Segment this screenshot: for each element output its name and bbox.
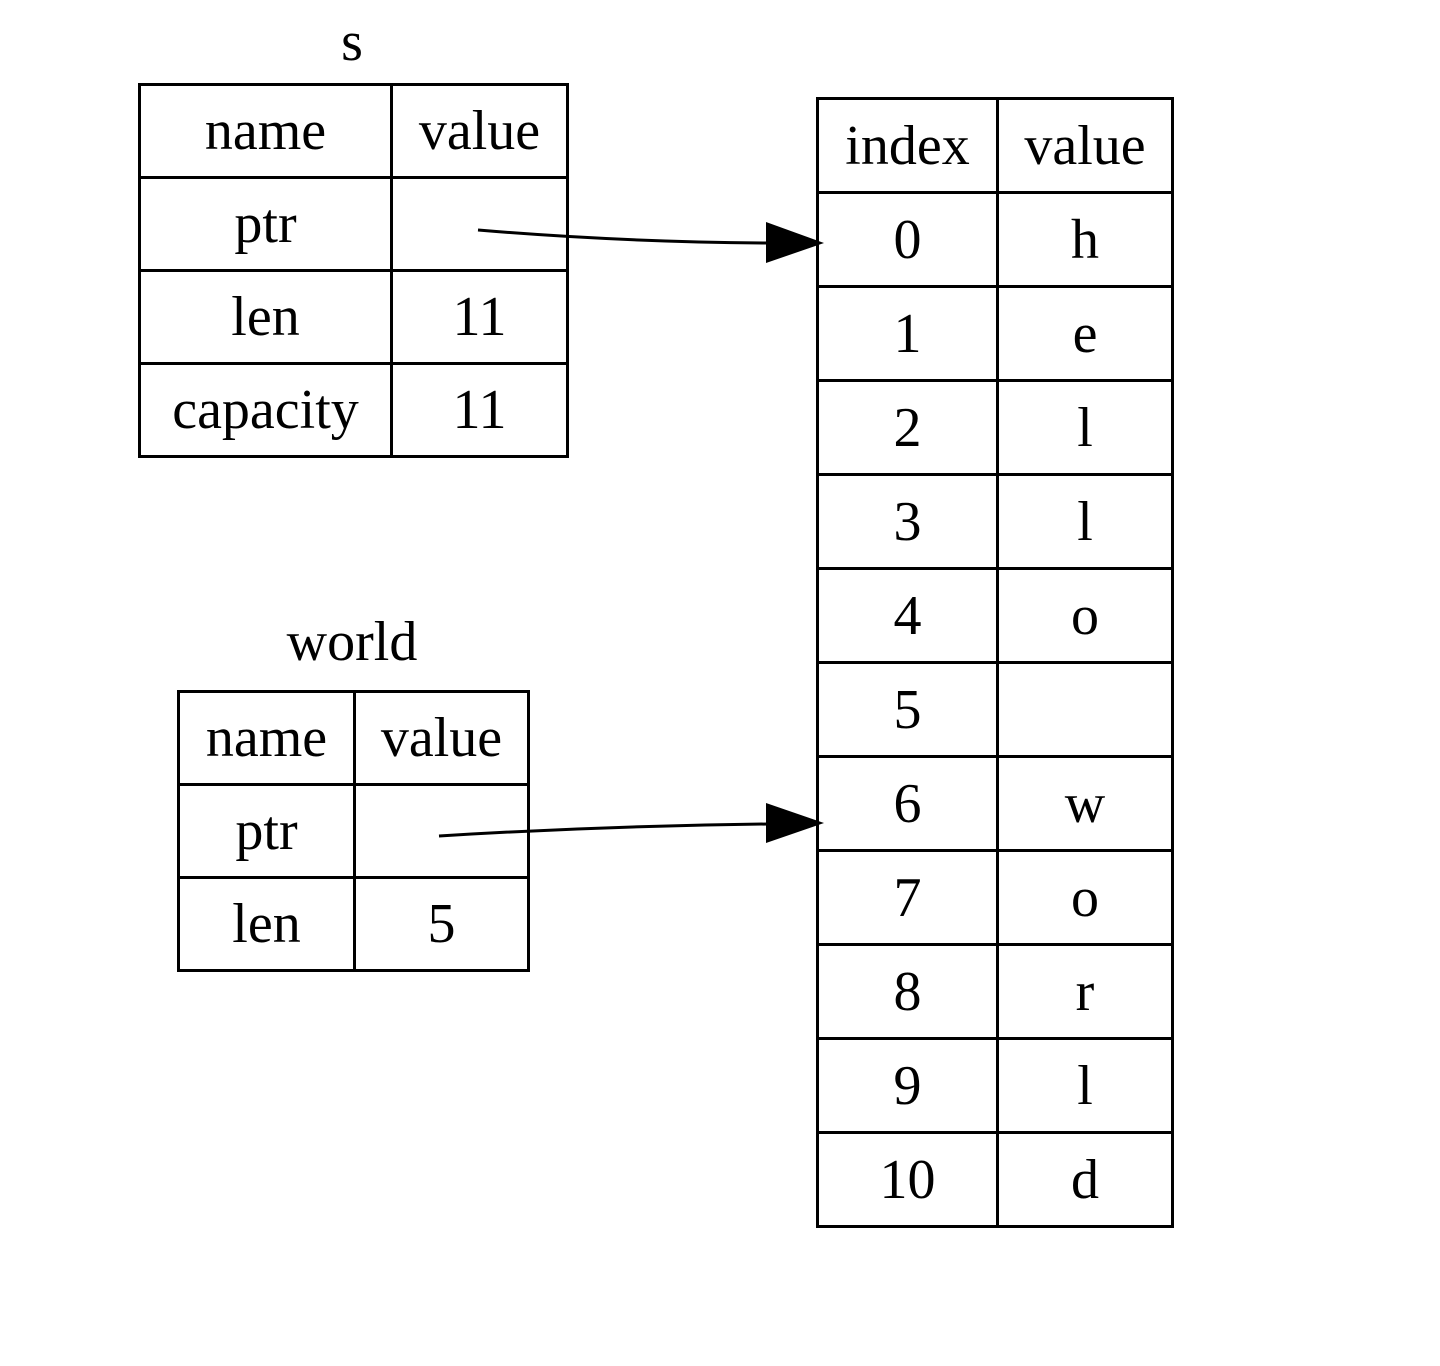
s-ptr-value: [390, 176, 569, 272]
heap-index: 6: [816, 755, 999, 852]
heap-index: 9: [816, 1037, 999, 1134]
s-ptr-name: ptr: [138, 176, 393, 272]
world-len-value: 5: [353, 876, 530, 972]
heap-value: l: [996, 473, 1174, 570]
heap-value: o: [996, 567, 1174, 664]
world-header-row: name value: [177, 690, 530, 786]
s-capacity-value: 11: [390, 362, 569, 458]
s-row-len: len 11: [138, 269, 569, 365]
heap-row: 3 l: [816, 473, 1174, 570]
heap-header-index: index: [816, 97, 999, 194]
heap-row: 0 h: [816, 191, 1174, 288]
heap-value: o: [996, 849, 1174, 946]
world-header-name: name: [177, 690, 356, 786]
heap-row: 6 w: [816, 755, 1174, 852]
heap-index: 1: [816, 285, 999, 382]
world-len-name: len: [177, 876, 356, 972]
heap-index: 0: [816, 191, 999, 288]
heap-index: 5: [816, 661, 999, 758]
heap-index: 8: [816, 943, 999, 1040]
heap-value: l: [996, 379, 1174, 476]
world-variable-table: name value ptr len 5: [177, 690, 530, 972]
heap-row: 8 r: [816, 943, 1174, 1040]
s-capacity-name: capacity: [138, 362, 393, 458]
world-title: world: [286, 611, 418, 673]
world-header-value: value: [353, 690, 530, 786]
s-len-value: 11: [390, 269, 569, 365]
heap-value: [996, 661, 1174, 758]
heap-index: 7: [816, 849, 999, 946]
heap-index: 4: [816, 567, 999, 664]
world-row-len: len 5: [177, 876, 530, 972]
s-header-row: name value: [138, 83, 569, 179]
heap-value: e: [996, 285, 1174, 382]
heap-index: 3: [816, 473, 999, 570]
heap-index: 10: [816, 1131, 999, 1228]
s-len-name: len: [138, 269, 393, 365]
heap-row: 9 l: [816, 1037, 1174, 1134]
heap-value: h: [996, 191, 1174, 288]
s-variable-table: name value ptr len 11 capacity 11: [138, 83, 569, 458]
s-header-value: value: [390, 83, 569, 179]
heap-row: 2 l: [816, 379, 1174, 476]
heap-value: d: [996, 1131, 1174, 1228]
heap-value: l: [996, 1037, 1174, 1134]
heap-row: 7 o: [816, 849, 1174, 946]
world-ptr-value: [353, 783, 530, 879]
heap-index: 2: [816, 379, 999, 476]
world-row-ptr: ptr: [177, 783, 530, 879]
s-row-ptr: ptr: [138, 176, 569, 272]
heap-value: r: [996, 943, 1174, 1040]
heap-row: 10 d: [816, 1131, 1174, 1228]
heap-row: 4 o: [816, 567, 1174, 664]
s-row-capacity: capacity 11: [138, 362, 569, 458]
s-title: s: [341, 11, 363, 73]
heap-row: 1 e: [816, 285, 1174, 382]
heap-header-row: index value: [816, 97, 1174, 194]
world-ptr-name: ptr: [177, 783, 356, 879]
s-header-name: name: [138, 83, 393, 179]
heap-value: w: [996, 755, 1174, 852]
heap-buffer-table: index value 0 h 1 e 2 l 3 l 4 o 5 6 w 7 …: [816, 97, 1174, 1228]
heap-row: 5: [816, 661, 1174, 758]
heap-header-value: value: [996, 97, 1174, 194]
